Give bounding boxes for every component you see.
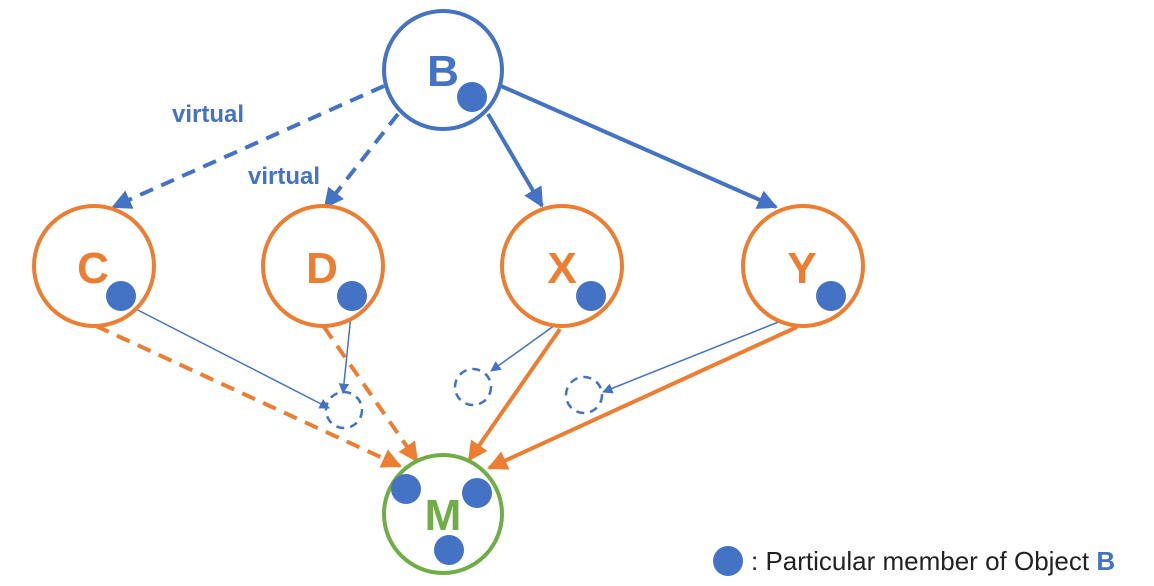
legend: : Particular member of Object B <box>713 546 1115 576</box>
member-dot-m-left <box>391 474 421 504</box>
edge-b-to-x <box>486 112 544 208</box>
member-dot-y <box>816 281 846 311</box>
member-placeholder-y <box>564 375 604 415</box>
node-d-label: D <box>306 244 338 293</box>
edge-label-b-to-d: virtual <box>248 163 320 190</box>
node-m-label: M <box>425 491 462 540</box>
node-m: M <box>382 453 504 575</box>
member-dot-m-right <box>462 478 492 508</box>
node-d: D <box>261 204 385 328</box>
edge-d-to-m-virtual <box>322 325 419 463</box>
legend-text: : Particular member of Object B <box>751 546 1115 576</box>
virtual-member-placeholder-shared <box>324 390 364 430</box>
node-y-label: Y <box>787 244 816 293</box>
member-dot-x <box>576 281 606 311</box>
edge-c-to-m-virtual <box>95 324 402 468</box>
node-c: C <box>32 204 156 328</box>
node-y: Y <box>741 204 865 328</box>
legend-member-dot <box>713 546 743 576</box>
member-dot-b <box>457 82 487 112</box>
member-dot-m-bottom <box>434 535 464 565</box>
edge-label-b-to-c: virtual <box>172 101 244 128</box>
edge-b-to-c-virtual <box>111 84 385 209</box>
edge-b-to-d-virtual <box>323 112 400 209</box>
edge-b-to-y <box>500 84 778 209</box>
legend-highlight: B <box>1096 546 1115 576</box>
member-placeholder-x <box>453 367 493 407</box>
legend-description: : Particular member of Object <box>751 546 1096 576</box>
member-dot-c <box>106 281 136 311</box>
node-b-label: B <box>427 47 459 96</box>
member-arrow-c <box>127 304 330 409</box>
node-x-label: X <box>547 244 576 293</box>
member-dot-d <box>337 281 367 311</box>
node-c-label: C <box>77 244 109 293</box>
node-b: B <box>382 9 504 131</box>
edge-y-to-m <box>487 325 798 470</box>
edge-x-to-m <box>467 327 562 462</box>
node-x: X <box>500 204 624 328</box>
